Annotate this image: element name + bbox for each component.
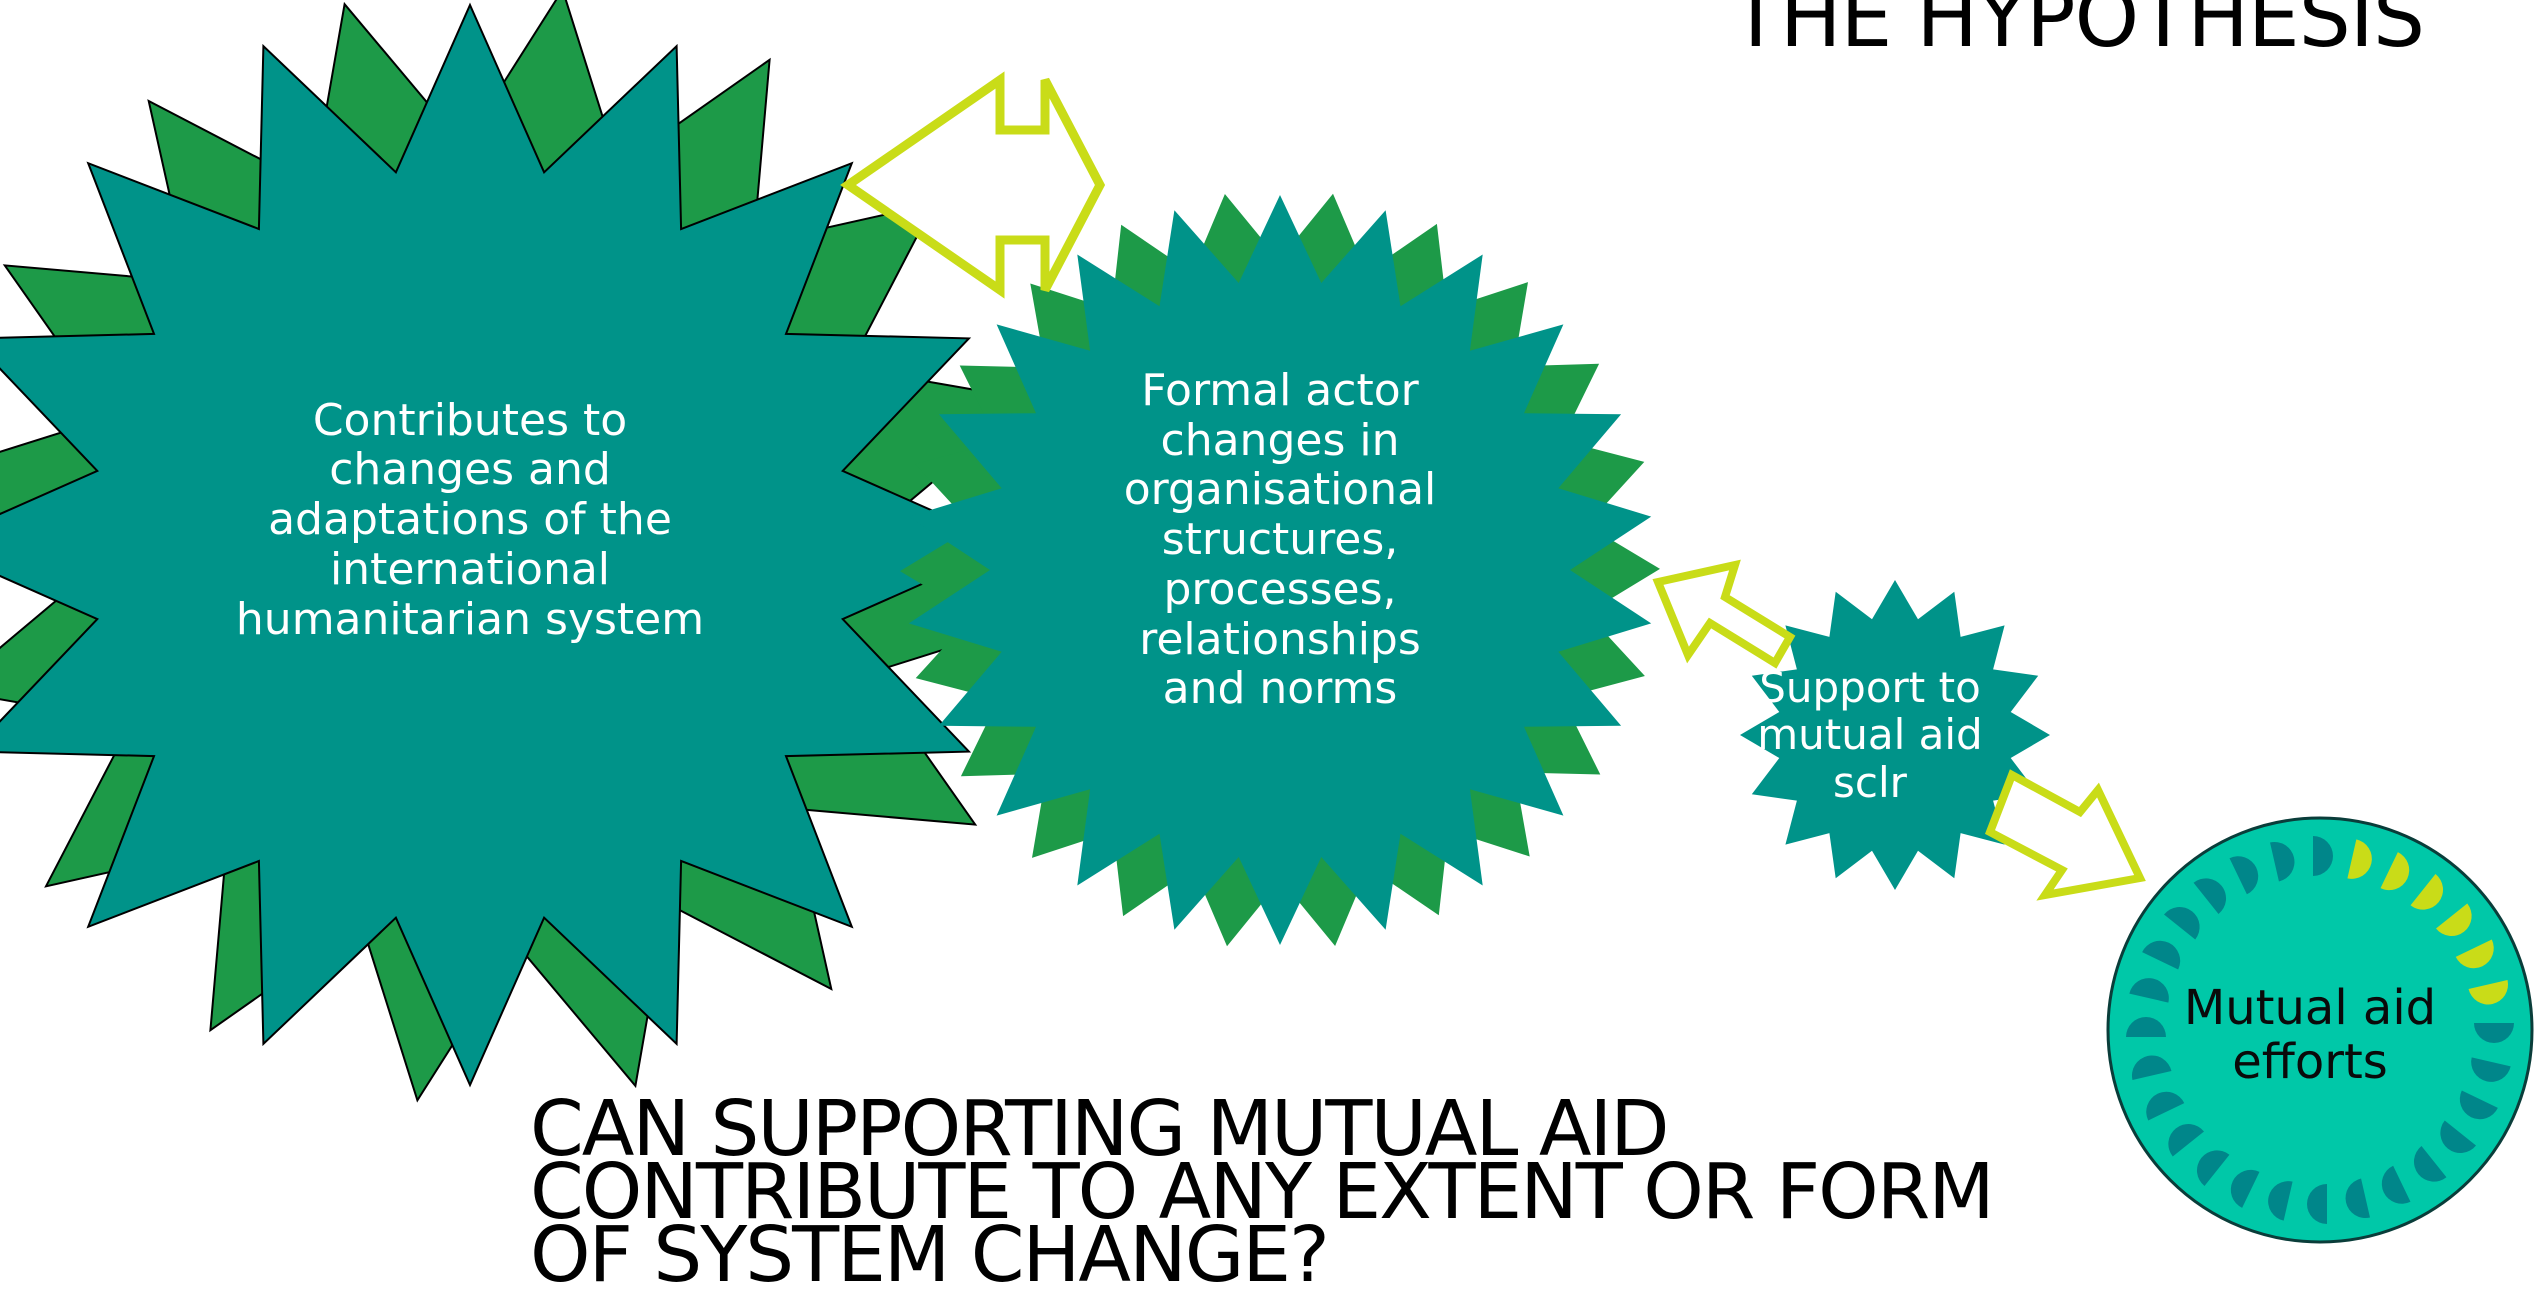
circle-segment: [2471, 1057, 2511, 1082]
circle-segment: [2229, 856, 2259, 895]
circle-segment: [2347, 839, 2372, 879]
question-line: CAN SUPPORTING MUTUAL AID: [530, 1085, 1670, 1174]
circle-segment: [2268, 1181, 2293, 1221]
circle-segment: [2270, 841, 2295, 882]
star-system-change: [0, 2, 1013, 1088]
circle-segment: [2345, 1178, 2370, 1219]
circle-segment: [2230, 1169, 2260, 1208]
double-arrow-diagonal-down-icon: [1984, 769, 2146, 901]
circle-segment: [2410, 874, 2444, 910]
slide-title: THE HYPOTHESIS: [1730, 0, 2425, 66]
circle-segment: [2436, 903, 2472, 937]
circle-segment: [2380, 852, 2410, 891]
mutual-aid-circle: [2106, 816, 2534, 1244]
question-line: CONTRIBUTE TO ANY EXTENT OR FORM: [530, 1148, 1995, 1238]
circle-segment: [2146, 1091, 2185, 1121]
circle-segment: [2164, 906, 2200, 940]
double-arrow-diagonal-icon: [1652, 559, 1796, 669]
mutual-aid-efforts-label: Mutual aid efforts: [2183, 979, 2437, 1090]
formal-actor-label: Formal actor changes in organisational s…: [1123, 364, 1437, 715]
double-arrow-horizontal-icon: [840, 71, 1106, 299]
circle-segment: [2142, 940, 2181, 970]
circle-segment: [2193, 878, 2227, 914]
circle-segment: [2455, 939, 2494, 969]
research-question: CAN SUPPORTING MUTUAL AID CONTRIBUTE TO …: [530, 1085, 2130, 1294]
circle-segment: [2440, 1120, 2476, 1154]
star-support: [1740, 580, 2050, 890]
circle-segment: [2313, 836, 2333, 876]
circle-segment: [2168, 1123, 2204, 1157]
hypothesis-diagram: [0, 0, 2534, 1244]
circle-segment: [2474, 1023, 2514, 1043]
circle-segment: [2307, 1184, 2327, 1224]
circle-segment: [2468, 980, 2509, 1005]
circle-segment: [2129, 978, 2169, 1003]
circle-segment: [2196, 1150, 2230, 1186]
circle-segment: [2413, 1146, 2447, 1182]
system-change-label: Contributes to changes and adaptations o…: [235, 394, 705, 645]
support-mutual-aid-label: Support to mutual aid sclr: [1757, 662, 1983, 807]
star-formal-actor: [908, 195, 1652, 945]
circle-segment: [2131, 1055, 2172, 1080]
circle-segment: [2459, 1090, 2498, 1120]
circle-segment: [2126, 1017, 2166, 1037]
circle-segment: [2381, 1165, 2411, 1204]
